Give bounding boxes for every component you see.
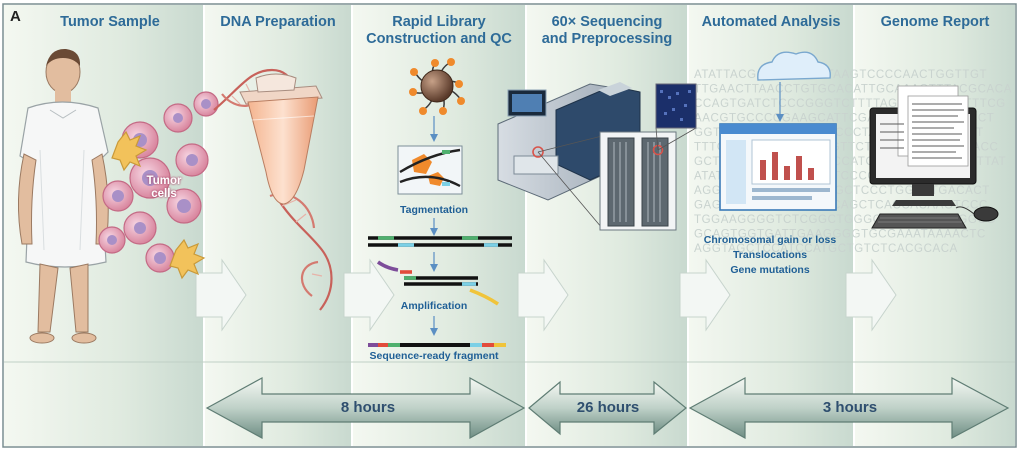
- column-title-automated-analysis: Automated Analysis: [701, 14, 841, 30]
- tumor-cells-label: Tumor cells: [146, 175, 182, 200]
- cloud-icon: [757, 51, 831, 81]
- amplification-fragments: [376, 260, 499, 306]
- bead-icon: [409, 58, 465, 115]
- step-arrow-5: [845, 258, 897, 332]
- column-title-library-construction: Rapid Library Construction and QC: [366, 14, 512, 47]
- duration-label-3-hours: 3 hours: [822, 399, 878, 416]
- duration-arrow-8h: [205, 376, 526, 440]
- dna-background-row: TTGAACTTAACCTGTGCACATTGCAAAGTTTACGCACA: [694, 84, 1012, 96]
- step-arrow-1: [195, 258, 247, 332]
- duration-arrow-3h: [688, 376, 1010, 440]
- panel-label: A: [10, 8, 21, 25]
- tumor-cells: [98, 91, 219, 280]
- dna-background-row: ATATTACGCTCGCCGATAAGTCCCCAACTGGTTGT: [694, 69, 987, 81]
- column-title-genome-report: Genome Report: [880, 14, 990, 30]
- result-translocations: Translocations: [732, 249, 808, 261]
- step-arrow-3: [517, 258, 569, 332]
- result-gene-mutations: Gene mutations: [730, 264, 810, 276]
- analysis-monitor-icon: [719, 123, 837, 211]
- tagmentation-inset: [397, 145, 463, 195]
- duration-arrows: [205, 376, 1010, 440]
- duration-label-8-hours: 8 hours: [340, 399, 396, 416]
- step-arrow-4: [679, 258, 731, 332]
- tagmented-fragments: [368, 236, 512, 247]
- sample-tube-icon: [239, 73, 323, 205]
- column-title-dna-preparation: DNA Preparation: [220, 14, 336, 30]
- dna-background-row: AGGTAGCTCCATCCATGCTGTCTCACGCACA: [694, 243, 958, 255]
- column-title-tumor-sample: Tumor Sample: [60, 14, 160, 30]
- duration-arrow-26h: [528, 380, 687, 436]
- report-computer-icon: [869, 85, 999, 229]
- tagmentation-label: Tagmentation: [399, 204, 469, 216]
- sequence-ready-fragment-label: Sequence-ready fragment: [369, 350, 499, 362]
- patient-figure: [17, 48, 109, 344]
- column-title-sequencing: 60× Sequencing and Preprocessing: [541, 14, 673, 47]
- step-arrows: [195, 258, 897, 332]
- dna-background-row: GCAGTGGTGATTGAAGGGGTGCGAAATAAAACTC: [694, 229, 986, 241]
- step-arrow-2: [343, 258, 395, 332]
- amplification-label: Amplification: [400, 300, 468, 312]
- flow-cell-icon: [599, 83, 697, 231]
- result-chromosomal-gain-loss: Chromosomal gain or loss: [703, 234, 837, 246]
- duration-label-26-hours: 26 hours: [576, 399, 640, 416]
